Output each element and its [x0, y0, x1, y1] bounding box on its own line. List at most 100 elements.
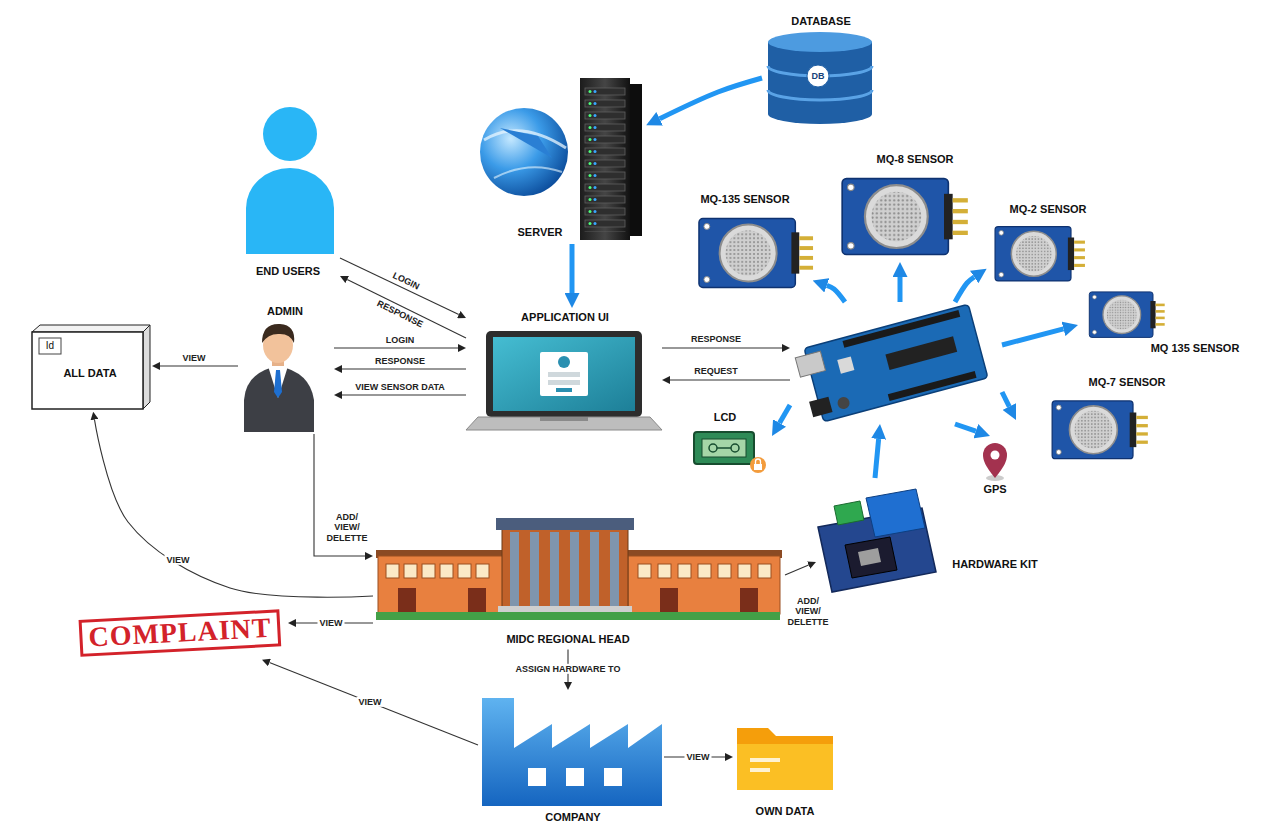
sensor-node: MQ-7 SENSOR [1016, 372, 1200, 464]
flow-arrow [662, 347, 782, 348]
server-icon-part [630, 84, 642, 236]
flow-arrow [670, 379, 790, 380]
midc-building-part [398, 588, 416, 612]
server-icon-part [480, 108, 568, 196]
server-icon-part [494, 167, 562, 178]
lcd-icon-part [709, 444, 717, 452]
flow-arrow [94, 420, 373, 598]
sensor-node: MQ 135 SENSOR [1078, 284, 1248, 359]
lcd-icon-part [731, 444, 739, 452]
midc-building-part [658, 564, 671, 578]
complaint-text: COMPLAINT [79, 609, 282, 656]
microcontroller-board-part [885, 336, 957, 370]
gps-pin [983, 443, 1007, 481]
admin-figure-part [268, 366, 288, 398]
midc-building-part [376, 612, 780, 620]
node-label: HARDWARE KIT [952, 558, 1038, 571]
folder-icon-part [750, 768, 770, 772]
midc-building-part [476, 564, 489, 578]
data-box-part [143, 325, 150, 409]
edge-label: ADD/ VIEW/ DELETTE [323, 512, 371, 543]
admin-figure-part [262, 324, 294, 343]
sensor-node: MQ-2 SENSOR [985, 200, 1095, 286]
database-cylinder-part [768, 32, 872, 52]
midc-building-part [440, 564, 453, 578]
end-user-icon-part [246, 168, 334, 254]
lcd-icon-part [694, 432, 754, 464]
laptop-icon-part [493, 337, 635, 411]
lcd-icon-part [750, 457, 766, 473]
database-cylinder [768, 32, 872, 124]
flow-arrow [342, 394, 466, 395]
signal-arrow [660, 78, 762, 119]
end-users-node: END USERS [240, 100, 340, 282]
edge-label: VIEW [684, 752, 711, 762]
laptop-icon-part [540, 352, 588, 396]
flow-arrow [347, 280, 466, 338]
flow-arrow [334, 347, 458, 348]
midc-building-part [738, 564, 751, 578]
admin-figure-part [274, 370, 282, 398]
midc-building-part [718, 564, 731, 578]
all-data-box-node: IdALL DATA [28, 322, 152, 412]
microcontroller-board-part [795, 351, 825, 377]
lcd-icon [694, 432, 766, 473]
midc-building-part [422, 564, 435, 578]
gps-node: GPS [975, 436, 1015, 500]
edge-label: RESPONSE [689, 334, 743, 344]
laptop-icon-part [466, 417, 662, 430]
own-data-node: OWN DATA [733, 712, 837, 822]
sensor-node: MQ-135 SENSOR [692, 190, 816, 296]
id-tag: Id [46, 340, 54, 352]
database-node: DATABASEDB [762, 12, 880, 126]
admin-figure-part [244, 366, 314, 432]
factory-icon-part [604, 768, 622, 786]
lcd-icon-part [756, 459, 761, 464]
node-label: MQ 135 SENSOR [1151, 342, 1240, 355]
flow-arrow [340, 258, 459, 315]
edge-label: REQUEST [692, 366, 740, 376]
midc-building-part [496, 518, 634, 530]
node-label: SERVER [517, 226, 562, 239]
folder-icon-part [737, 728, 833, 790]
midc-building-part [610, 532, 619, 606]
signal-arrow [827, 285, 845, 302]
data-box-part [32, 332, 143, 409]
signal-arrow [1002, 392, 1009, 407]
midc-building-part [404, 564, 417, 578]
mq-sensor-image [1052, 401, 1148, 459]
laptop-icon [466, 331, 662, 430]
end-user-icon [246, 107, 334, 254]
laptop-icon-part [558, 356, 570, 368]
data-box [32, 325, 150, 409]
midc-building-part [458, 564, 471, 578]
midc-building-part [530, 532, 539, 606]
microcontroller-board-part [837, 356, 854, 373]
midc-building-part [550, 532, 559, 606]
microcontroller-node [790, 302, 1002, 424]
node-label: GPS [983, 483, 1006, 496]
midc-building-part [502, 528, 628, 614]
lcd-icon-part [702, 439, 746, 457]
folder-icon-part [737, 744, 833, 790]
hardware-kit-node: HARDWARE KIT [816, 478, 1041, 594]
lcd-icon-part [717, 447, 731, 449]
hardware-kit-board-part [866, 489, 925, 537]
laptop-icon-part [540, 417, 588, 421]
factory-icon [482, 698, 662, 806]
gps-pin-part [991, 451, 1000, 460]
midc-building-part [510, 532, 519, 606]
mq-sensor-image [842, 179, 968, 255]
midc-building-part [468, 588, 486, 612]
hardware-kit-board-part [858, 548, 881, 566]
midc-building-part [378, 556, 506, 614]
mq-sensor-image [1089, 292, 1164, 338]
gps-pin-part [983, 443, 1007, 478]
database-cylinder-part [768, 42, 872, 124]
factory-icon-part [482, 698, 662, 806]
node-label: MQ-7 SENSOR [1088, 376, 1165, 389]
signal-arrow [898, 277, 903, 302]
end-user-icon-part [263, 107, 317, 161]
